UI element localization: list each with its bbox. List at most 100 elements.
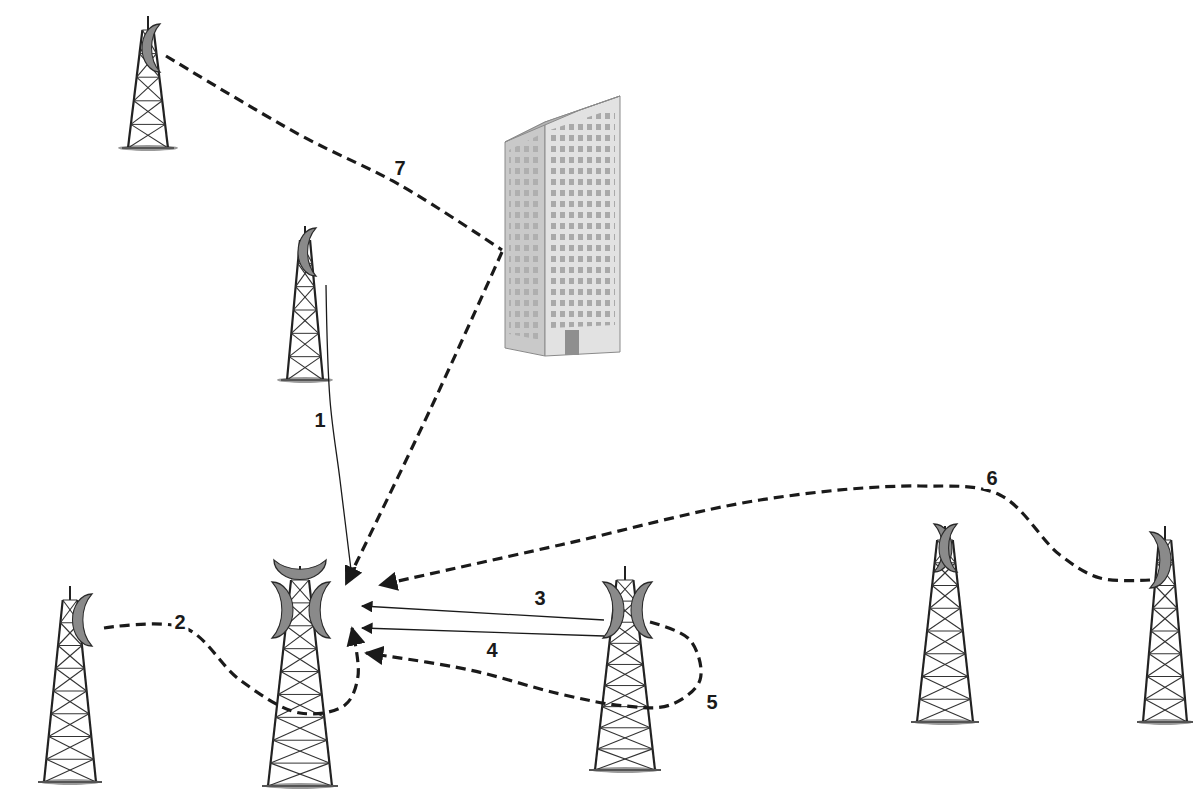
tower-rung — [617, 580, 634, 581]
tower-rung — [46, 759, 93, 760]
tower-brace — [1147, 654, 1181, 677]
tower-leg — [309, 580, 332, 786]
tower-brace — [273, 717, 324, 740]
radio-tower — [262, 566, 338, 786]
callout-number: 3 — [531, 587, 548, 609]
tower-brace — [276, 717, 327, 740]
direct-signal — [362, 628, 604, 636]
tower-brace — [293, 310, 318, 333]
tower-brace — [281, 672, 322, 695]
tower-brace — [278, 672, 319, 695]
tower-brace — [46, 737, 91, 760]
tower-brace — [925, 654, 968, 677]
ground-shadow — [277, 377, 333, 383]
tower-rung — [281, 671, 319, 672]
tower-brace — [289, 357, 323, 380]
tower-brace — [595, 749, 653, 770]
callout-number: 6 — [983, 467, 1000, 489]
tower-brace — [287, 357, 321, 380]
tower-brace — [920, 677, 968, 700]
tower-brace — [1149, 631, 1179, 654]
tower-rung — [602, 706, 648, 707]
tower-brace — [56, 646, 82, 669]
callout-number: 1 — [311, 409, 328, 431]
tower-rung — [930, 608, 961, 609]
callout-number: 4 — [483, 639, 500, 661]
tower-brace — [291, 310, 316, 333]
tower-brace — [600, 728, 653, 749]
tower-rung — [56, 668, 85, 669]
tower-brace — [922, 677, 970, 700]
radio-tower — [1137, 526, 1193, 722]
tower-brace — [268, 763, 329, 786]
tower-rung — [1151, 631, 1179, 632]
tower-brace — [283, 649, 319, 672]
tower-brace — [281, 649, 317, 672]
radio-tower — [589, 566, 661, 770]
tower-brace — [53, 668, 84, 691]
tower-rung — [927, 631, 963, 632]
tower-rung — [1149, 653, 1181, 654]
interference-path — [166, 56, 502, 250]
tower-mast — [147, 16, 149, 30]
tower-rung — [276, 717, 325, 718]
tower-brace — [597, 749, 655, 770]
tower-brace — [286, 626, 317, 649]
tower-brace — [46, 759, 96, 782]
tower-rung — [932, 585, 958, 586]
tower-rung — [1153, 608, 1177, 609]
tower-brace — [51, 691, 87, 714]
tower-brace — [293, 287, 314, 310]
tower-mast — [1164, 526, 1166, 540]
tower-rung — [51, 713, 89, 714]
tower-brace — [1151, 608, 1177, 631]
tower-brace — [920, 699, 973, 722]
tower-brace — [930, 586, 958, 609]
dish-antenna — [603, 582, 624, 638]
dish-antenna — [1150, 532, 1171, 588]
tower-rung — [922, 676, 968, 677]
callout-number: 2 — [171, 611, 188, 633]
dish-antenna — [274, 560, 326, 580]
signal-paths — [104, 56, 1150, 714]
tower-brace — [922, 654, 965, 677]
tower-brace — [930, 608, 963, 631]
tower-rung — [607, 664, 643, 665]
tower-rung — [1145, 699, 1185, 700]
tower-rung — [605, 685, 646, 686]
interference-path — [104, 624, 358, 714]
tower-brace — [1147, 677, 1185, 700]
radio-tower — [38, 586, 102, 782]
tower-brace — [1153, 586, 1175, 609]
tower-rung — [925, 653, 966, 654]
radio-tower — [281, 226, 329, 380]
building-side — [505, 122, 545, 356]
tower-rung — [289, 356, 321, 357]
direct-signal — [326, 285, 352, 578]
tower-brace — [134, 77, 160, 101]
tower-brace — [53, 691, 89, 714]
tower-rung — [273, 740, 327, 741]
tower-rung — [271, 763, 330, 764]
dish-antenna — [298, 228, 316, 276]
tower-rung — [600, 727, 650, 728]
dish-antenna — [939, 524, 957, 572]
tower-rung — [53, 691, 86, 692]
tower-rung — [920, 699, 971, 700]
ground-shadow — [1137, 719, 1193, 725]
tower-rung — [49, 736, 92, 737]
dish-antenna — [73, 594, 93, 646]
tower-brace — [917, 699, 970, 722]
tower-brace — [1145, 699, 1187, 722]
tower-brace — [609, 643, 643, 664]
tower-base — [262, 785, 338, 787]
dish-antenna — [309, 582, 330, 638]
tower-rung — [291, 333, 318, 334]
tower-brace — [51, 714, 91, 737]
tower-rung — [134, 100, 162, 101]
tower-brace — [134, 101, 165, 125]
tower-brace — [273, 740, 329, 763]
tower-brace — [56, 668, 87, 691]
tower-rung — [293, 310, 316, 311]
tower-brace — [58, 646, 84, 669]
